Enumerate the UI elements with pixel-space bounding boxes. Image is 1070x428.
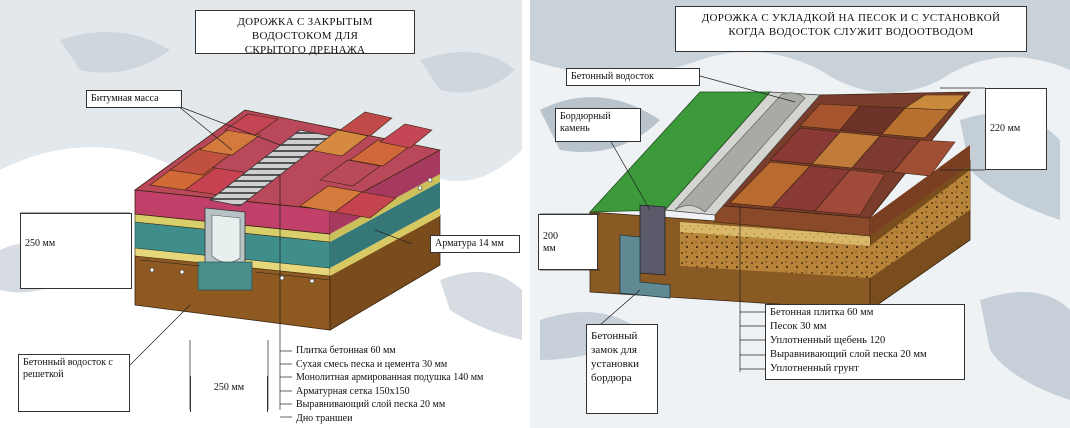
right-height-220-label: 220 мм — [985, 88, 1047, 170]
left-drain-label-line2: решеткой — [23, 369, 64, 380]
left-title-line1: ДОРОЖКА С ЗАКРЫТЫМ ВОДОСТОКОМ ДЛЯ — [237, 16, 373, 42]
concrete-lock-line2: замок для — [591, 344, 637, 356]
left-layer-item: Выравнивающий слой песка 20 мм — [296, 399, 446, 411]
right-layer-list: Бетонная плитка 60 мм Песок 30 мм Уплотн… — [765, 304, 965, 380]
left-width-label: 250 мм — [190, 376, 268, 412]
bitumen-label: Битумная масса — [86, 90, 182, 108]
concrete-lock-label: Бетонный замок для установки бордюра — [586, 324, 658, 414]
right-height-200-line1: 200 — [543, 231, 558, 242]
right-height-200-line2: мм — [543, 243, 556, 254]
left-layer-item: Плитка бетонная 60 мм — [296, 345, 396, 356]
left-paving-block — [133, 109, 442, 331]
right-layer-item: Уплотненный щебень 120 — [770, 335, 886, 346]
right-height-220-value: 220 мм — [990, 123, 1021, 134]
rebar-label: Арматура 14 мм — [430, 235, 520, 253]
left-layer-item: Сухая смесь песка и цемента 30 мм — [296, 358, 448, 370]
left-width-value: 250 мм — [213, 382, 245, 393]
left-drain-label: Бетонный водосток с решеткой — [18, 354, 130, 412]
right-title-line2: КОГДА ВОДОСТОК СЛУЖИТ ВОДООТВОДОМ — [728, 26, 974, 38]
left-height-value: 250 мм — [25, 238, 56, 249]
right-layer-item: Бетонная плитка 60 мм — [770, 307, 874, 318]
concrete-lock-line3: установки — [591, 358, 640, 370]
left-title-line2: СКРЫТОГО ДРЕНАЖА — [244, 44, 366, 56]
right-layer-item: Уплотненный грунт — [770, 363, 859, 374]
concrete-lock-line4: бордюра — [591, 372, 632, 384]
left-height-label: 250 мм — [20, 213, 132, 289]
left-title: ДОРОЖКА С ЗАКРЫТЫМ ВОДОСТОКОМ ДЛЯ СКРЫТО… — [195, 10, 415, 56]
left-layer-list: Плитка бетонная 60 мм Сухая смесь песка … — [292, 344, 522, 426]
right-paving-block — [589, 91, 971, 311]
concrete-lock-line1: Бетонный — [591, 330, 638, 342]
left-layer-item: Дно траншеи — [296, 412, 353, 424]
right-layer-item: Выравнивающий слой песка 20 мм — [770, 349, 927, 360]
curb-label-line1: Бордюрный — [560, 111, 611, 122]
left-layer-item: Монолитная армированная подушка 140 мм — [296, 372, 484, 384]
right-layer-item: Песок 30 мм — [770, 321, 827, 332]
curb-label-line2: камень — [560, 123, 590, 134]
curb-label: Бордюрный камень — [555, 108, 641, 142]
right-drain-label: Бетонный водосток — [566, 68, 700, 86]
right-title: ДОРОЖКА С УКЛАДКОЙ НА ПЕСОК И С УСТАНОВК… — [675, 6, 1027, 52]
right-title-line1: ДОРОЖКА С УКЛАДКОЙ НА ПЕСОК И С УСТАНОВК… — [701, 12, 1001, 24]
left-drain-label-line1: Бетонный водосток с — [23, 357, 113, 368]
left-layer-item: Арматурная сетка 150х150 — [296, 385, 410, 397]
right-height-200-label: 200 мм — [538, 214, 598, 270]
